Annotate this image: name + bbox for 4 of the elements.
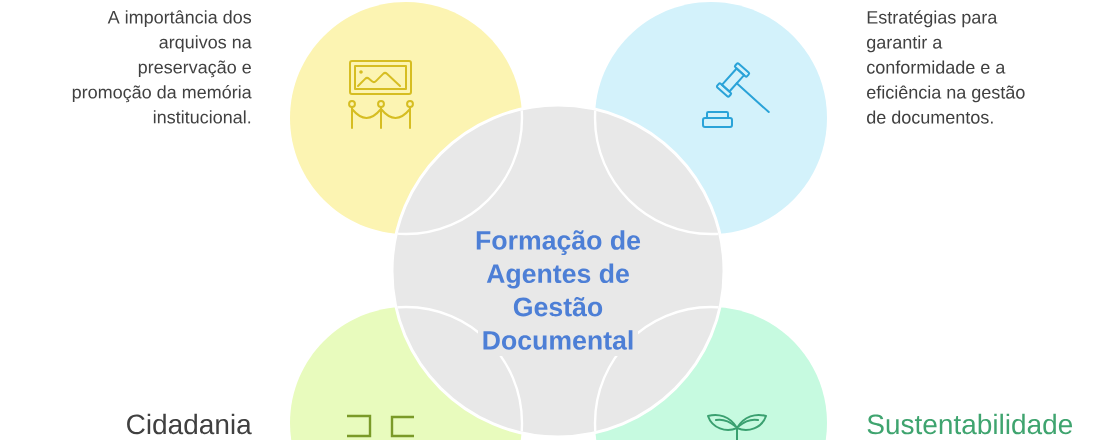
description-text: Estratégias para garantir a conformidade e a eficiência na gestão de documentos. [867, 10, 1025, 124]
topic-label: Sustentabilidade [867, 413, 1073, 435]
description-text: A importância dos arquivos na preservação e promoção da memória institucional. [72, 10, 252, 124]
topic-label: Cidadania [127, 413, 252, 435]
